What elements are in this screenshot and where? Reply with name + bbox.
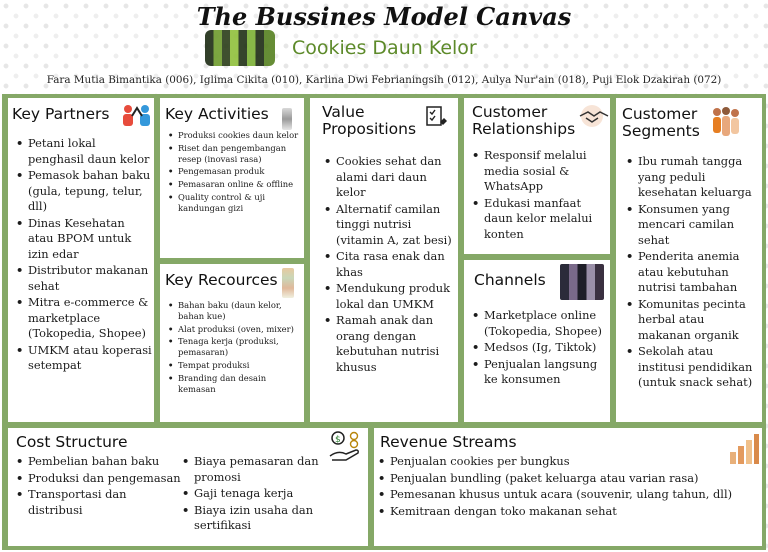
list-item: Pemasok bahan baku (gula, tepung, telur,… — [16, 168, 152, 215]
list-item: Pembelian bahan baku — [16, 454, 182, 470]
list-item: Produksi cookies daun kelor — [168, 130, 302, 141]
key-partners-list: Petani lokal penghasil daun kelor Pemaso… — [16, 136, 152, 375]
value-propositions-title: Value Propositions — [322, 103, 417, 139]
list-item: Penjualan cookies per bungkus — [378, 454, 758, 470]
channels-title: Channels — [474, 271, 546, 289]
list-item: Quality control & uji kandungan gizi — [168, 192, 302, 214]
list-item: Riset dan pengembangan resep (inovasi ra… — [168, 143, 302, 165]
list-item: Komunitas pecinta herbal atau makanan or… — [626, 297, 760, 344]
revenue-streams-title: Revenue Streams — [380, 433, 517, 451]
list-item: Pemesanan khusus untuk acara (souvenir, … — [378, 487, 758, 503]
list-item: Ibu rumah tangga yang peduli kesehatan k… — [626, 154, 760, 201]
list-item: Mendukung produk lokal dan UMKM — [324, 281, 456, 312]
list-item: Ramah anak dan orang dengan kebutuhan nu… — [324, 313, 456, 375]
list-item: Petani lokal penghasil daun kelor — [16, 136, 152, 167]
channels-icon — [560, 264, 604, 300]
activities-icon — [282, 108, 292, 130]
list-item: Konsumen yang mencari camilan sehat — [626, 202, 760, 249]
partners-icon — [120, 104, 154, 128]
list-item: Kemitraan dengan toko makanan sehat — [378, 504, 758, 520]
header: The Bussines Model Canvas Cookies Daun K… — [0, 0, 768, 94]
list-item: Distributor makanan sehat — [16, 263, 152, 294]
list-item: Mitra e-commerce & marketplace (Tokopedi… — [16, 295, 152, 342]
list-item: Biaya pemasaran dan promosi — [182, 454, 362, 485]
key-resources-list: Bahan baku (daun kelor, bahan kue) Alat … — [168, 300, 302, 396]
authors-line: Fara Mutia Bimantika (006), Iglima Cikit… — [46, 74, 722, 86]
list-item: Sekolah atau institusi pendidikan (untuk… — [626, 344, 760, 391]
list-item: Alat produksi (oven, mixer) — [168, 324, 302, 335]
list-item: Medsos (Ig, Tiktok) — [472, 340, 608, 356]
customer-segments-title: Customer Segments — [622, 105, 700, 141]
value-propositions-block: Value Propositions Cookies sehat dan ala… — [310, 98, 458, 422]
list-item: Marketplace online (Tokopedia, Shopee) — [472, 308, 608, 339]
value-propositions-list: Cookies sehat dan alami dari daun kelor … — [324, 154, 456, 376]
resources-icon — [282, 268, 294, 298]
cost-structure-list-left: Pembelian bahan baku Produksi dan pengem… — [16, 454, 182, 519]
list-item: UMKM atau koperasi setempat — [16, 343, 152, 374]
key-activities-block: Key Activities Produksi cookies daun kel… — [160, 98, 304, 258]
list-item: Penjualan bundling (paket keluarga atau … — [378, 471, 758, 487]
list-item: Penderita anemia atau kebutuhan nutrisi … — [626, 249, 760, 296]
customer-segments-block: Customer Segments Ibu rumah tangga yang … — [616, 98, 762, 422]
list-item: Dinas Kesehatan atau BPOM untuk izin eda… — [16, 216, 152, 263]
cost-structure-title: Cost Structure — [16, 433, 128, 451]
channels-block: Channels Marketplace online (Tokopedia, … — [464, 260, 610, 422]
key-partners-title: Key Partners — [12, 105, 110, 123]
list-item: Cookies sehat dan alami dari daun kelor — [324, 154, 456, 201]
list-item: Responsif melalui media sosial & WhatsAp… — [472, 148, 608, 195]
people-icon — [708, 104, 744, 144]
customer-segments-list: Ibu rumah tangga yang peduli kesehatan k… — [626, 154, 760, 392]
checklist-icon — [424, 104, 450, 130]
list-item: Cita rasa enak dan khas — [324, 249, 456, 280]
page-subtitle: Cookies Daun Kelor — [292, 37, 477, 59]
handshake-icon — [576, 104, 610, 128]
key-activities-list: Produksi cookies daun kelor Riset dan pe… — [168, 130, 302, 216]
cost-structure-block: Cost Structure $ Pembelian bahan baku Pr… — [8, 428, 368, 546]
svg-text:$: $ — [335, 435, 341, 445]
list-item: Bahan baku (daun kelor, bahan kue) — [168, 300, 302, 322]
key-resources-block: Key Recources Bahan baku (daun kelor, ba… — [160, 264, 304, 422]
list-item: Edukasi manfaat daun kelor melalui konte… — [472, 196, 608, 243]
cookie-logo-icon — [205, 30, 275, 66]
key-activities-title: Key Activities — [165, 105, 269, 123]
list-item: Penjualan langsung ke konsumen — [472, 357, 608, 388]
list-item: Branding dan desain kemasan — [168, 373, 302, 395]
customer-relationships-block: Customer Relationships Responsif melalui… — [464, 98, 610, 254]
list-item: Biaya izin usaha dan sertifikasi — [182, 503, 362, 534]
list-item: Gaji tenaga kerja — [182, 486, 362, 502]
key-resources-title: Key Recources — [165, 271, 278, 289]
page-title: The Bussines Model Canvas — [196, 2, 572, 31]
list-item: Transportasi dan distribusi — [16, 487, 182, 518]
list-item: Tenaga kerja (produksi, pemasaran) — [168, 336, 302, 358]
cost-structure-list-right: Biaya pemasaran dan promosi Gaji tenaga … — [182, 454, 362, 535]
list-item: Pemasaran online & offline — [168, 179, 302, 190]
revenue-streams-block: Revenue Streams Penjualan cookies per bu… — [374, 428, 762, 546]
revenue-streams-list: Penjualan cookies per bungkus Penjualan … — [378, 454, 758, 520]
list-item: Pengemasan produk — [168, 166, 302, 177]
key-partners-block: Key Partners Petani lokal penghasil daun… — [8, 98, 154, 422]
customer-relationships-list: Responsif melalui media sosial & WhatsAp… — [472, 148, 608, 243]
list-item: Produksi dan pengemasan — [16, 471, 182, 487]
list-item: Tempat produksi — [168, 360, 302, 371]
business-model-canvas: Key Partners Petani lokal penghasil daun… — [2, 94, 766, 550]
channels-list: Marketplace online (Tokopedia, Shopee) M… — [472, 308, 608, 389]
customer-relationships-title: Customer Relationships — [472, 103, 576, 139]
list-item: Alternatif camilan tinggi nutrisi (vitam… — [324, 202, 456, 249]
